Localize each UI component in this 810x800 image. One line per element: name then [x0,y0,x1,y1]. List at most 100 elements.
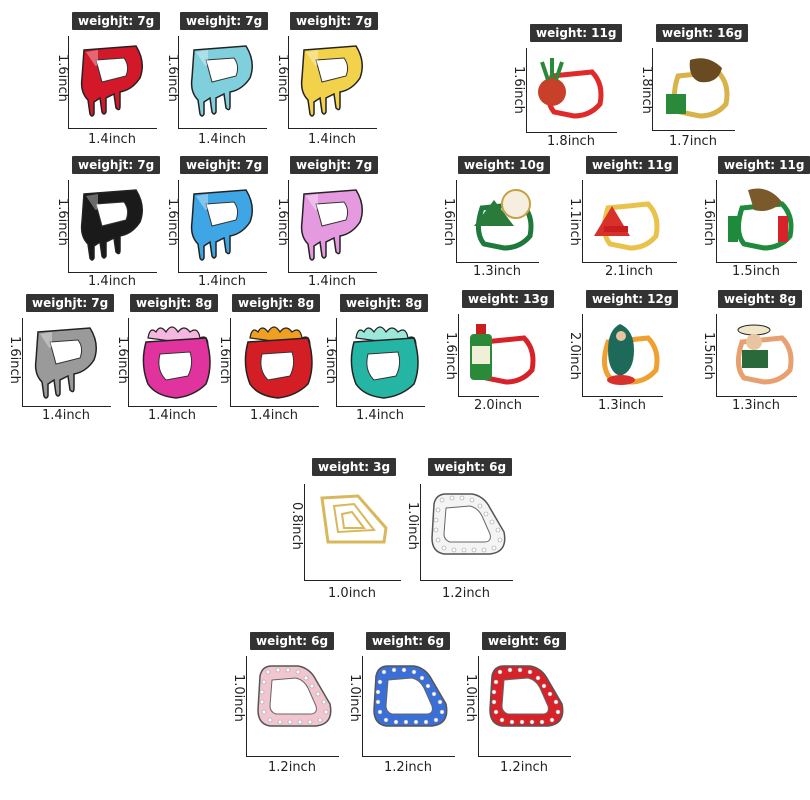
product-image [466,320,544,395]
weight-label: weighjt: 7g [72,156,161,174]
dimension-frame [336,318,425,407]
width-dimension: 1.7inch [669,134,717,149]
height-dimension: 1.6inch [55,198,70,246]
width-dimension: 1.2inch [500,760,548,775]
product-image [76,42,148,123]
width-dimension: 1.3inch [473,264,521,279]
dimension-frame [478,656,571,757]
width-dimension: 1.2inch [442,586,490,601]
width-dimension: 1.3inch [598,398,646,413]
dimension-frame [716,314,797,397]
weight-label: weight: 6g [428,458,513,476]
dimension-frame [526,48,617,133]
weight-label: weighjt: 7g [72,12,161,30]
width-dimension: 1.4inch [88,274,136,289]
height-dimension: 1.0inch [463,674,478,722]
weight-label: weight: 11g [718,156,810,174]
dimension-frame [288,180,377,273]
width-dimension: 1.4inch [356,408,404,423]
product-image [344,324,424,407]
width-dimension: 1.4inch [42,408,90,423]
height-dimension: 1.6inch [115,336,130,384]
dimension-frame [178,36,267,129]
width-dimension: 1.4inch [148,408,196,423]
width-dimension: 1.4inch [198,274,246,289]
product-image [186,186,258,267]
dimension-frame [178,180,267,273]
dimension-frame [128,318,217,407]
product-image [534,54,612,129]
dimension-frame [22,318,111,407]
dimension-frame [582,314,663,397]
height-dimension: 1.6inch [275,54,290,102]
height-dimension: 1.6inch [511,66,526,114]
width-dimension: 1.2inch [384,760,432,775]
weight-label: weighjt: 7g [290,156,379,174]
height-dimension: 1.0inch [347,674,362,722]
width-dimension: 1.2inch [268,760,316,775]
product-image [186,42,258,123]
height-dimension: 1.6inch [323,336,338,384]
height-dimension: 1.0inch [231,674,246,722]
width-dimension: 1.5inch [732,264,780,279]
product-image [296,42,368,123]
weight-label: weight: 10g [458,156,551,174]
weight-label: weight: 6g [482,632,567,650]
product-image [238,324,318,407]
dimension-frame [362,656,455,757]
weight-label: weight: 16g [656,24,749,42]
weight-label: weighjt: 7g [26,294,115,312]
width-dimension: 1.8inch [547,134,595,149]
product-image [660,54,738,129]
weight-label: weight: 11g [586,156,679,174]
product-image [590,320,668,395]
width-dimension: 1.4inch [88,132,136,147]
weight-label: weight: 6g [366,632,451,650]
height-dimension: 1.6inch [165,198,180,246]
weight-label: weight: 13g [462,290,555,308]
product-image [296,186,368,267]
width-dimension: 2.1inch [605,264,653,279]
height-dimension: 0.8inch [289,502,304,550]
product-image [464,186,542,261]
product-image [486,662,566,735]
product-image [312,490,396,555]
weight-label: weight: 12g [586,290,679,308]
dimension-frame [582,180,677,263]
weight-label: weighjt: 7g [180,156,269,174]
height-dimension: 1.6inch [443,332,458,380]
height-dimension: 1.6inch [165,54,180,102]
product-image [76,186,148,267]
height-dimension: 1.6inch [217,336,232,384]
product-image [370,662,450,735]
height-dimension: 1.5inch [701,332,716,380]
weight-label: weight: 11g [530,24,623,42]
product-image [590,186,668,261]
width-dimension: 1.4inch [308,274,356,289]
dimension-frame [230,318,319,407]
product-image [30,324,102,405]
weight-label: weighjt: 8g [340,294,429,312]
dimension-frame [68,36,157,129]
weight-label: weighjt: 7g [180,12,269,30]
height-dimension: 1.6inch [275,198,290,246]
height-dimension: 2.0inch [567,332,582,380]
height-dimension: 1.8inch [639,66,654,114]
dimension-frame [246,656,339,757]
height-dimension: 1.6inch [701,198,716,246]
weight-label: weight: 3g [312,458,397,476]
dimension-frame [458,314,539,397]
weight-label: weight: 6g [250,632,335,650]
dimension-frame [288,36,377,129]
width-dimension: 2.0inch [474,398,522,413]
height-dimension: 1.6inch [441,198,456,246]
weight-label: weight: 8g [718,290,803,308]
height-dimension: 1.6inch [7,336,22,384]
dimension-frame [716,180,797,263]
product-image [724,186,802,261]
dimension-frame [68,180,157,273]
product-image [428,490,508,563]
width-dimension: 1.3inch [732,398,780,413]
dimension-frame [304,484,401,581]
